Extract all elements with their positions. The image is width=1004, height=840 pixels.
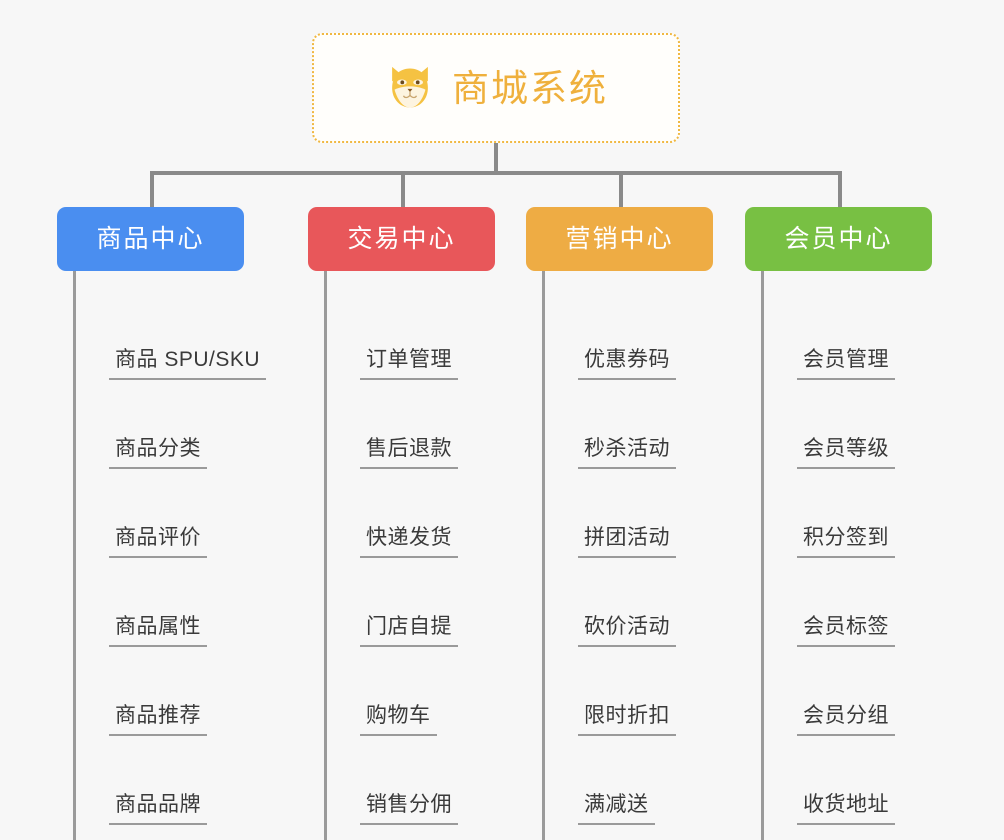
list-item[interactable]: 砍价活动: [578, 558, 744, 647]
branch-column-marketing: 营销中心 优惠券码 秒杀活动 拼团活动 砍价活动 限时折扣 满减送: [526, 207, 744, 840]
list-item-label: 优惠券码: [578, 348, 676, 380]
list-item[interactable]: 快递发货: [360, 469, 526, 558]
list-item-label: 积分签到: [797, 526, 895, 558]
list-item-label: 商品品牌: [109, 793, 207, 825]
list-item-label: 会员分组: [797, 704, 895, 736]
connector-drop-3: [619, 171, 623, 207]
list-item[interactable]: 优惠券码: [578, 291, 744, 380]
list-item[interactable]: 商品评价: [109, 469, 307, 558]
list-item-label: 限时折扣: [578, 704, 676, 736]
list-item[interactable]: 满减送: [578, 736, 744, 825]
list-item-label: 秒杀活动: [578, 437, 676, 469]
list-item[interactable]: 商品品牌: [109, 736, 307, 825]
list-item-label: 收货地址: [797, 793, 895, 825]
branch-header-label: 交易中心: [347, 224, 456, 253]
branch-items-product: 商品 SPU/SKU 商品分类 商品评价 商品属性 商品推荐 商品品牌: [73, 271, 307, 840]
connector-horizontal-bus: [150, 171, 842, 175]
list-item[interactable]: 购物车: [360, 647, 526, 736]
list-item[interactable]: 会员分组: [797, 647, 963, 736]
connector-drop-4: [838, 171, 842, 207]
branch-column-trade: 交易中心 订单管理 售后退款 快递发货 门店自提 购物车 销售分佣: [308, 207, 526, 840]
list-item-label: 购物车: [360, 704, 437, 736]
list-item[interactable]: 商品推荐: [109, 647, 307, 736]
list-item-label: 会员管理: [797, 348, 895, 380]
list-item[interactable]: 收货地址: [797, 736, 963, 825]
list-item[interactable]: 订单管理: [360, 291, 526, 380]
list-item-label: 商品推荐: [109, 704, 207, 736]
list-item-label: 商品分类: [109, 437, 207, 469]
branch-items-member: 会员管理 会员等级 积分签到 会员标签 会员分组 收货地址: [761, 271, 963, 840]
list-item[interactable]: 积分签到: [797, 469, 963, 558]
shiba-dog-face-icon: [392, 66, 428, 108]
connector-drop-1: [150, 171, 154, 207]
branch-header-trade[interactable]: 交易中心: [308, 207, 495, 271]
list-item[interactable]: 会员管理: [797, 291, 963, 380]
branch-column-member: 会员中心 会员管理 会员等级 积分签到 会员标签 会员分组 收货地址: [745, 207, 963, 840]
branch-header-product[interactable]: 商品中心: [57, 207, 244, 271]
list-item[interactable]: 商品属性: [109, 558, 307, 647]
list-item-label: 商品属性: [109, 615, 207, 647]
list-item[interactable]: 商品分类: [109, 380, 307, 469]
list-item-label: 销售分佣: [360, 793, 458, 825]
connector-drop-2: [401, 171, 405, 207]
branch-header-label: 商品中心: [96, 224, 205, 253]
list-item[interactable]: 限时折扣: [578, 647, 744, 736]
branch-header-marketing[interactable]: 营销中心: [526, 207, 713, 271]
list-item[interactable]: 商品 SPU/SKU: [109, 291, 307, 380]
root-title: 商城系统: [452, 67, 608, 109]
branch-header-member[interactable]: 会员中心: [745, 207, 932, 271]
list-item-label: 满减送: [578, 793, 655, 825]
list-item-label: 会员等级: [797, 437, 895, 469]
list-item-label: 商品评价: [109, 526, 207, 558]
list-item-label: 会员标签: [797, 615, 895, 647]
list-item[interactable]: 门店自提: [360, 558, 526, 647]
list-item[interactable]: 拼团活动: [578, 469, 744, 558]
list-item-label: 订单管理: [360, 348, 458, 380]
branch-items-marketing: 优惠券码 秒杀活动 拼团活动 砍价活动 限时折扣 满减送: [542, 271, 744, 840]
branch-header-label: 会员中心: [784, 224, 893, 253]
branch-header-label: 营销中心: [565, 224, 674, 253]
list-item[interactable]: 会员等级: [797, 380, 963, 469]
list-item-label: 门店自提: [360, 615, 458, 647]
root-node[interactable]: 商城系统: [312, 33, 680, 143]
list-item[interactable]: 售后退款: [360, 380, 526, 469]
list-item[interactable]: 会员标签: [797, 558, 963, 647]
list-item-label: 快递发货: [360, 526, 458, 558]
branch-items-trade: 订单管理 售后退款 快递发货 门店自提 购物车 销售分佣: [324, 271, 526, 840]
list-item-label: 拼团活动: [578, 526, 676, 558]
branch-column-product: 商品中心 商品 SPU/SKU 商品分类 商品评价 商品属性 商品推荐 商品品牌: [57, 207, 307, 840]
connector-root-stem: [494, 143, 498, 175]
list-item-label: 商品 SPU/SKU: [109, 348, 267, 380]
list-item-label: 砍价活动: [578, 615, 676, 647]
list-item-label: 售后退款: [360, 437, 458, 469]
branch-columns: 商品中心 商品 SPU/SKU 商品分类 商品评价 商品属性 商品推荐 商品品牌…: [0, 207, 1004, 840]
list-item[interactable]: 秒杀活动: [578, 380, 744, 469]
list-item[interactable]: 销售分佣: [360, 736, 526, 825]
